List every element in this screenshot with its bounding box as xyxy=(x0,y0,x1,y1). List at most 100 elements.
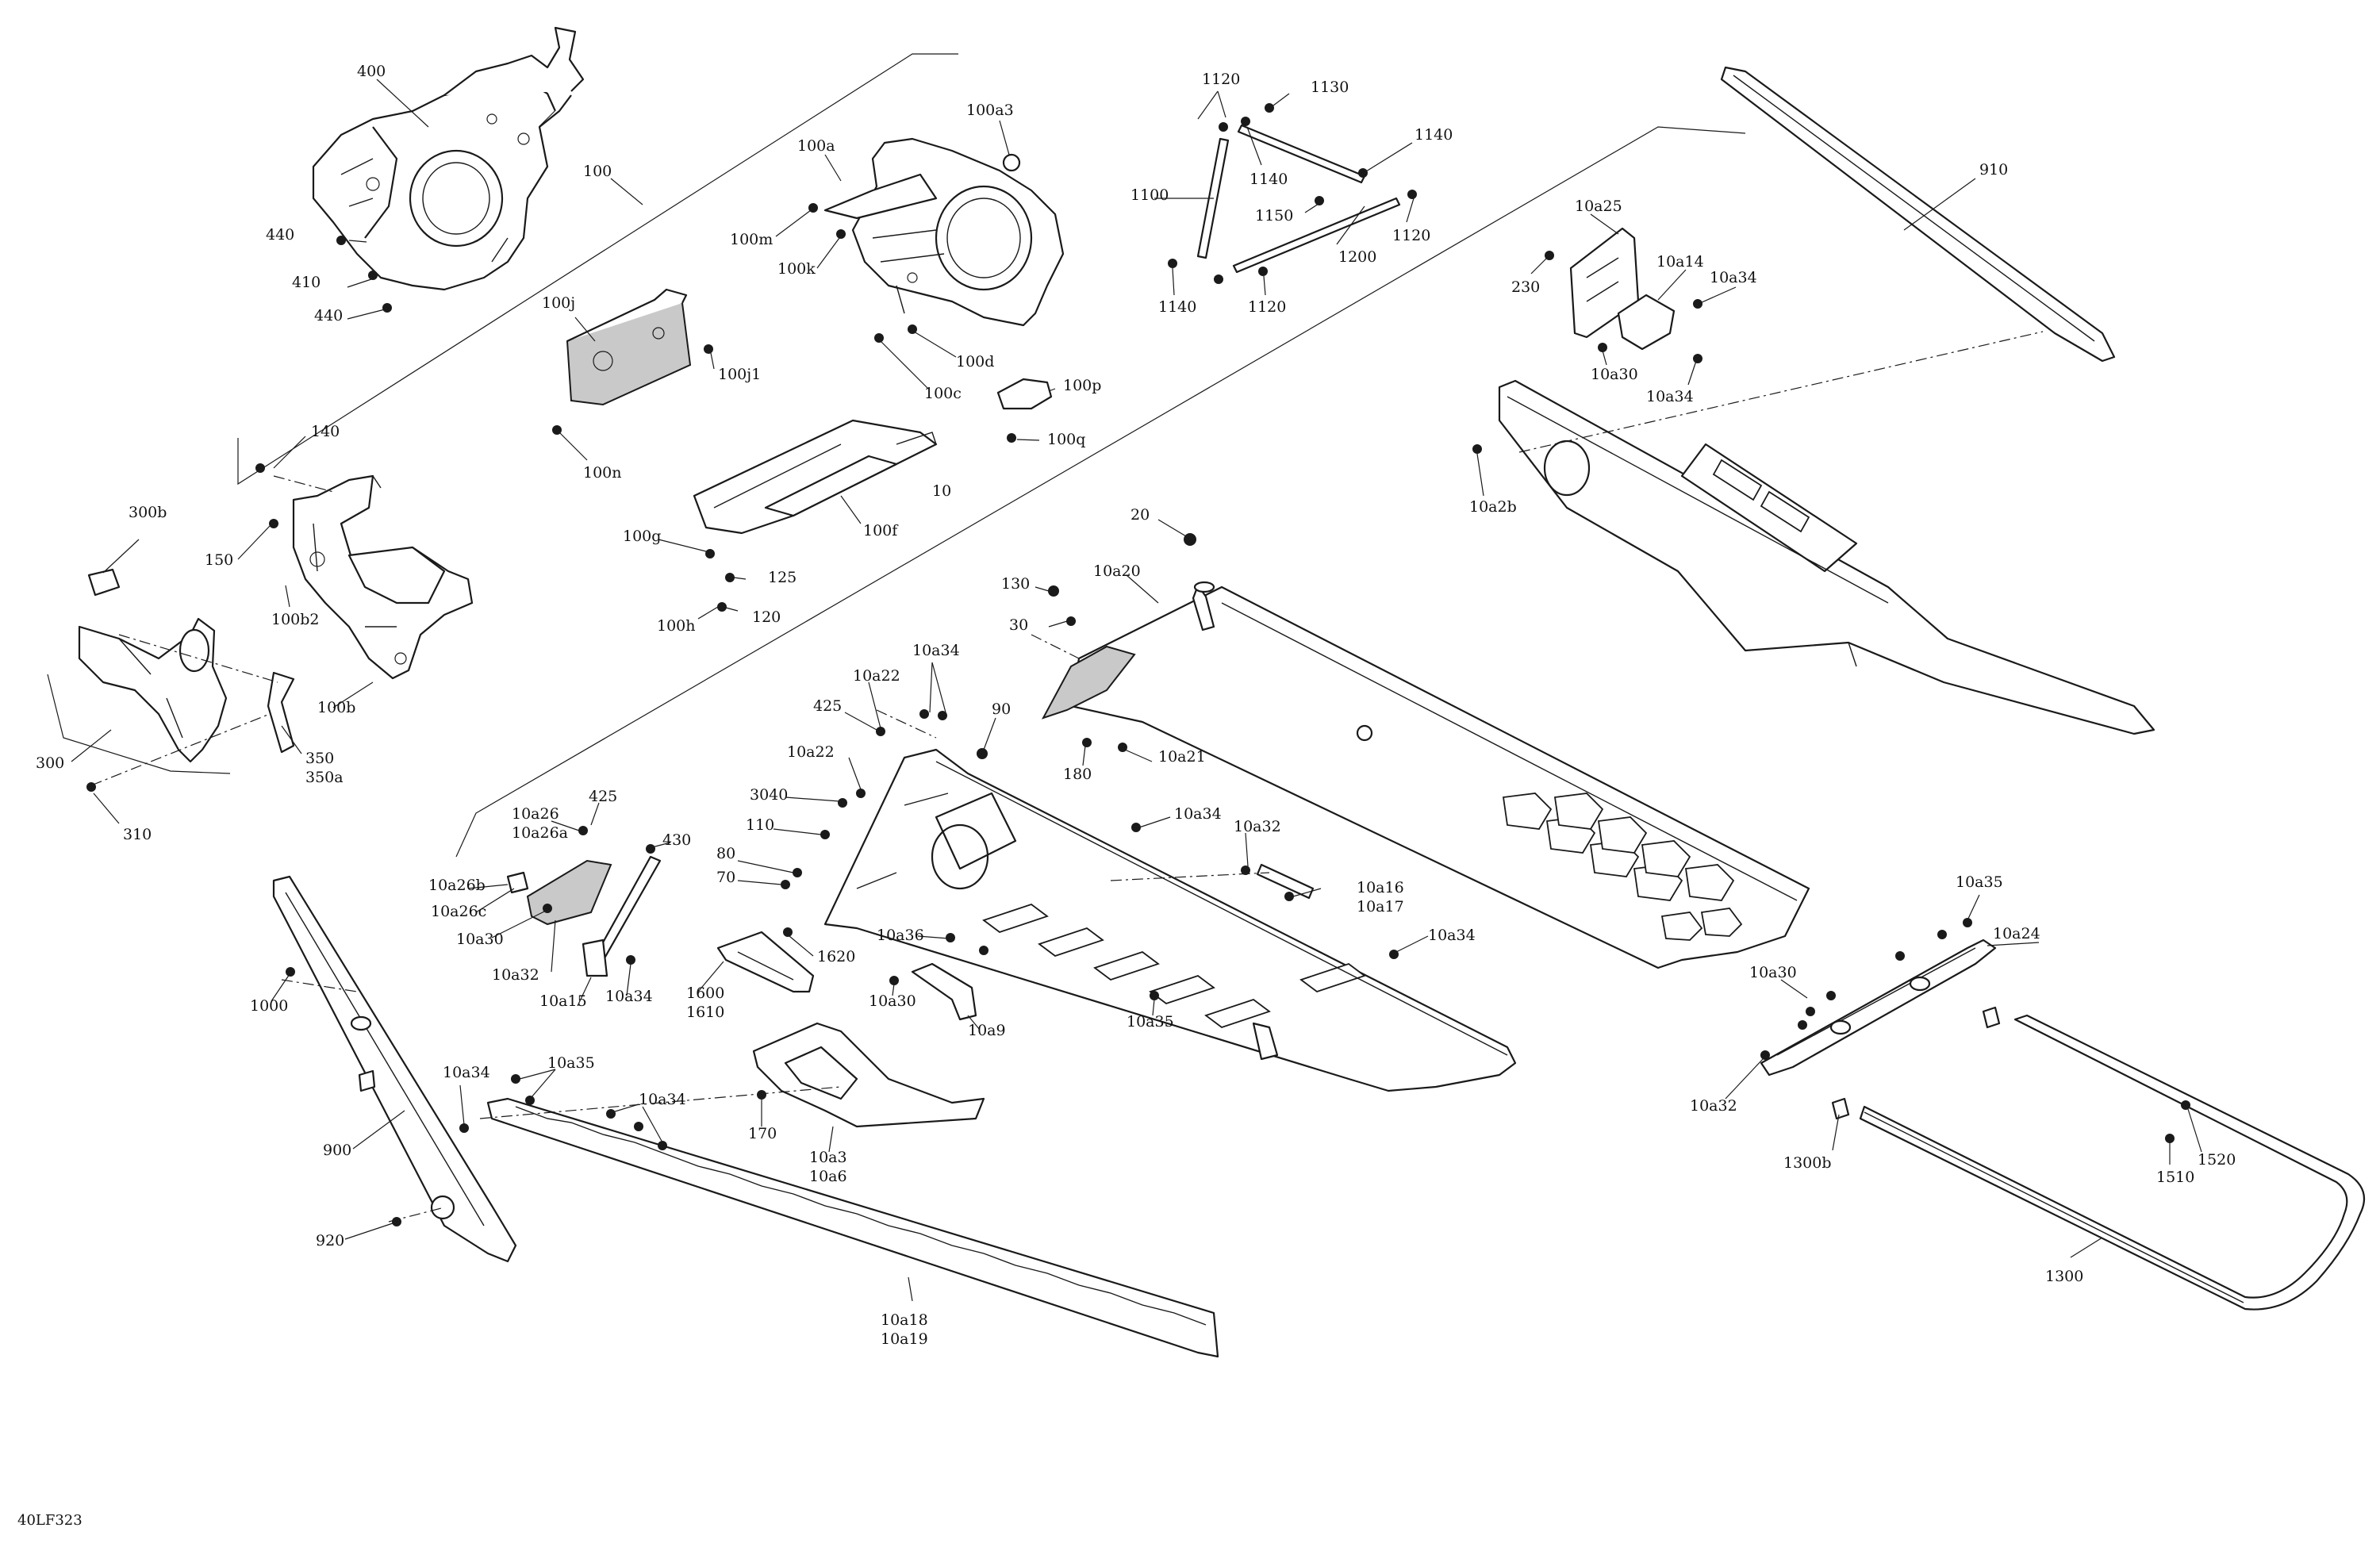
callout-label-10a26c: 10a26c xyxy=(431,903,486,920)
callout-label-100b2: 100b2 xyxy=(271,611,320,628)
callout-label-180: 180 xyxy=(1063,766,1092,783)
callout-label-1300: 1300 xyxy=(2045,1268,2083,1285)
callout-label-140: 140 xyxy=(311,423,340,440)
callout-label-line: 100m xyxy=(730,231,773,248)
callout-label-line: 100h xyxy=(657,617,696,635)
callout-label-line: 150 xyxy=(205,551,233,569)
callout-label-100p: 100p xyxy=(1063,377,1101,394)
callout-label-line: 910 xyxy=(1979,161,2008,178)
callout-label-line: 350 xyxy=(305,750,334,767)
callout-label-line: 10a36 xyxy=(877,927,924,944)
callout-label-100g: 100g xyxy=(623,528,661,545)
callout-label-10a32c: 10a32 xyxy=(1690,1097,1737,1115)
callout-label-line: 100c xyxy=(924,385,962,402)
callout-label-10a9: 10a9 xyxy=(968,1022,1006,1039)
callout-label-10a30b: 10a30 xyxy=(456,931,504,948)
callout-label-100j: 100j xyxy=(542,294,575,312)
part-10a26-grip xyxy=(506,859,612,926)
callout-label-line: 1510 xyxy=(2156,1169,2194,1186)
callout-label-line: 900 xyxy=(323,1142,351,1159)
callout-label-10a16: 10a16 10a17 xyxy=(1357,879,1404,915)
callout-label-100c: 100c xyxy=(924,385,962,402)
part-10a20-tunnel xyxy=(1041,581,1810,969)
callout-label-100a: 100a xyxy=(797,137,835,155)
callout-label-10a34h: 10a34 xyxy=(639,1091,686,1108)
callout-label-1620: 1620 xyxy=(817,948,855,965)
callout-label-400: 400 xyxy=(357,63,386,80)
callout-label-100n: 100n xyxy=(583,464,622,482)
callout-label-line: 10a19 xyxy=(881,1330,928,1348)
part-1300-loop-bumper xyxy=(1831,1006,2366,1311)
callout-label-line: 125 xyxy=(768,569,797,586)
callout-label-10a36: 10a36 xyxy=(877,927,924,944)
callout-label-line: 100j1 xyxy=(718,366,761,383)
callout-label-100b: 100b xyxy=(317,699,355,716)
part-10a18-board xyxy=(486,1097,1219,1358)
callout-label-10a20: 10a20 xyxy=(1093,562,1141,580)
part-910-rail xyxy=(1720,66,2116,363)
callout-label-line: 10a22 xyxy=(787,743,835,761)
callout-label-line: 430 xyxy=(662,831,691,849)
callout-label-line: 425 xyxy=(813,697,842,715)
callout-label-line: 10a21 xyxy=(1158,748,1206,766)
callout-label-line: 10a16 xyxy=(1357,879,1404,896)
callout-label-1200: 1200 xyxy=(1338,248,1376,266)
callout-label-425b: 425 xyxy=(589,788,617,805)
callout-label-170: 170 xyxy=(748,1125,777,1142)
callout-label-10a30a: 10a30 xyxy=(1591,366,1638,383)
callout-label-line: 10a3 xyxy=(809,1149,847,1166)
callout-label-line: 1130 xyxy=(1311,79,1349,96)
callout-label-line: 10a30 xyxy=(869,992,916,1010)
callout-label-100k: 100k xyxy=(777,260,816,278)
callout-label-line: 100k xyxy=(777,260,816,278)
callout-label-line: 10a17 xyxy=(1357,898,1404,915)
callout-label-line: 100n xyxy=(583,464,622,482)
callout-label-1000: 1000 xyxy=(250,997,288,1015)
callout-label-line: 10a35 xyxy=(547,1054,595,1072)
callout-label-80: 80 xyxy=(716,845,735,862)
callout-label-1520: 1520 xyxy=(2198,1151,2236,1169)
callout-label-1140c: 1140 xyxy=(1158,298,1196,316)
callout-label-1130: 1130 xyxy=(1311,79,1349,96)
callout-label-10a30d: 10a30 xyxy=(1749,964,1797,981)
callout-label-line: 10a34 xyxy=(912,642,960,659)
callout-label-10a34b: 10a34 xyxy=(1646,388,1694,405)
callout-label-line: 1620 xyxy=(817,948,855,965)
callout-label-910: 910 xyxy=(1979,161,2008,178)
callout-label-line: 1000 xyxy=(250,997,288,1015)
part-400-upper-support xyxy=(312,26,585,291)
part-1600-skid-plate xyxy=(716,931,815,993)
part-900-rail xyxy=(272,875,517,1263)
callout-label-line: 70 xyxy=(716,869,735,886)
callout-label-line: 10a14 xyxy=(1656,253,1704,271)
callout-label-line: 10a34 xyxy=(443,1064,490,1081)
part-300b-cap xyxy=(87,568,121,597)
part-10a14-damper xyxy=(1617,294,1676,351)
part-10a3-frame xyxy=(752,1022,985,1128)
callout-label-line: 100b xyxy=(317,699,355,716)
callout-label-line: 10a25 xyxy=(1575,198,1622,215)
callout-label-line: 10a30 xyxy=(1749,964,1797,981)
callout-label-line: 30 xyxy=(1009,616,1028,634)
callout-label-line: 100d xyxy=(956,353,994,370)
callout-label-line: 1610 xyxy=(686,1004,724,1021)
callout-label-line: 10a34 xyxy=(1428,927,1476,944)
callout-label-line: 100j xyxy=(542,294,575,312)
callout-label-line: 1120 xyxy=(1248,298,1286,316)
callout-label-100h: 100h xyxy=(657,617,696,635)
part-100a-front-frame xyxy=(823,137,1065,327)
callout-label-1150: 1150 xyxy=(1255,207,1293,225)
callout-label-90: 90 xyxy=(992,700,1011,718)
callout-label-20: 20 xyxy=(1130,506,1150,524)
callout-label-line: 100f xyxy=(863,522,899,539)
part-100p-cover xyxy=(996,378,1053,410)
part-10a2b-side-panel xyxy=(1498,379,2155,735)
callout-label-110: 110 xyxy=(746,816,774,834)
callout-label-line: 230 xyxy=(1511,278,1540,296)
callout-label-70: 70 xyxy=(716,869,735,886)
callout-label-line: 920 xyxy=(316,1232,344,1249)
callout-label-line: 10a26 xyxy=(512,805,559,823)
callout-label-1120c: 1120 xyxy=(1248,298,1286,316)
callout-label-line: 300 xyxy=(36,754,64,772)
